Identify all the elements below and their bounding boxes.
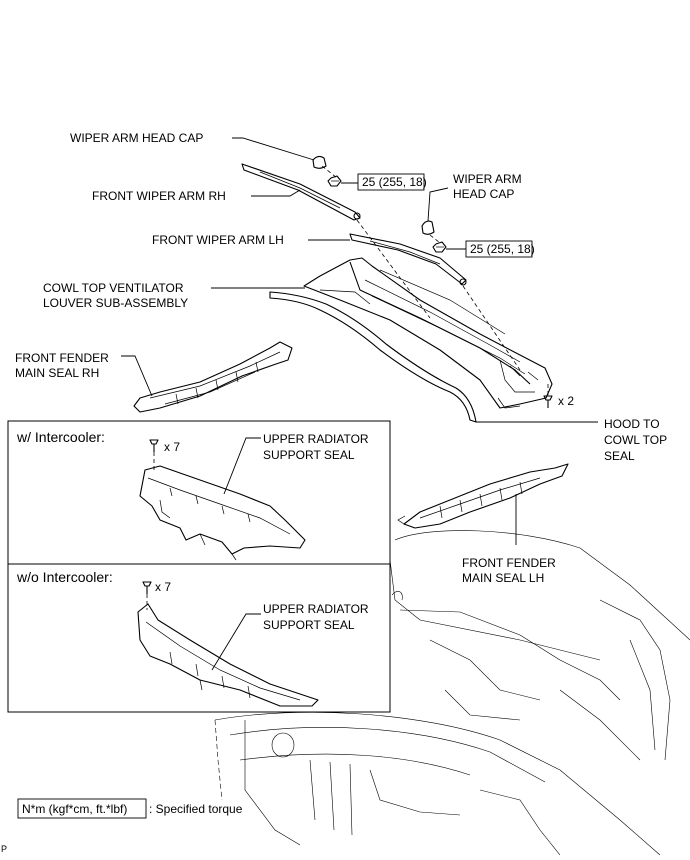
leader-urs-without-intercooler <box>211 613 261 671</box>
label-cowl-top-line2: LOUVER SUB-ASSEMBLY <box>43 296 188 310</box>
leader-fender-rh <box>121 355 153 397</box>
install-line-lh-arm <box>462 285 521 371</box>
label-hood-seal-line2: COWL TOP <box>604 433 667 447</box>
svg-text:25 (255, 18): 25 (255, 18) <box>470 242 535 256</box>
label-urs-with-line1: UPPER RADIATOR <box>263 432 369 446</box>
front-fender-main-seal-lh <box>397 463 569 529</box>
leader-head-cap-rh <box>232 137 315 161</box>
corner-mark: P <box>1 844 7 854</box>
upper-radiator-support-seal-without-intercooler <box>137 603 319 707</box>
label-fender-rh-line1: FRONT FENDER <box>15 351 109 365</box>
front-wiper-arm-lh <box>349 233 467 286</box>
front-fender-main-seal-rh <box>133 341 293 413</box>
label-hood-seal-line1: HOOD TO <box>604 417 660 431</box>
svg-text:25 (255, 18): 25 (255, 18) <box>362 175 427 189</box>
label-hood-seal-line3: SEAL <box>604 449 635 463</box>
qty-intercooler-clips: x 7 <box>164 440 180 454</box>
torque-legend: N*m (kgf*cm, ft.*lbf) : Specified torque <box>17 798 243 819</box>
label-urs-with-line2: SUPPORT SEAL <box>263 448 355 462</box>
qty-no-intercooler-clips: x 7 <box>155 580 171 594</box>
upper-radiator-support-seal-with-intercooler <box>139 465 306 561</box>
leader-urs-with-intercooler <box>223 437 261 495</box>
cowl-top-ventilator-louver <box>303 257 553 409</box>
torque-box-lh: 25 (255, 18) <box>465 240 535 258</box>
label-fender-lh-line2: MAIN SEAL LH <box>462 571 544 585</box>
label-front-wiper-arm-rh: FRONT WIPER ARM RH <box>92 189 226 203</box>
leader-head-cap-lh <box>427 187 449 222</box>
legend-unit: N*m (kgf*cm, ft.*lbf) <box>22 802 127 816</box>
panel-title-with-intercooler: w/ Intercooler: <box>16 429 105 445</box>
nut-rh-icon <box>327 175 342 187</box>
label-cowl-top-line1: COWL TOP VENTILATOR <box>43 281 184 295</box>
install-line-rh-cap <box>321 165 338 179</box>
nut-lh-icon <box>432 241 447 253</box>
clip-icon <box>149 439 159 452</box>
label-front-wiper-arm-lh: FRONT WIPER ARM LH <box>152 233 284 247</box>
label-fender-lh-line1: FRONT FENDER <box>462 556 556 570</box>
install-line-lh-cap <box>429 234 441 244</box>
label-wiper-arm-head-cap-rh: WIPER ARM HEAD CAP <box>70 131 203 145</box>
install-line-rh-arm <box>356 219 431 319</box>
label-urs-without-line1: UPPER RADIATOR <box>263 602 369 616</box>
label-wiper-arm-head-cap-lh-line1: WIPER ARM <box>453 172 522 186</box>
legend-description: : Specified torque <box>149 802 243 816</box>
hood-to-cowl-top-seal <box>269 291 477 423</box>
wiper-arm-head-cap-rh <box>312 155 327 169</box>
qty-cowl-clips: x 2 <box>558 394 574 408</box>
vehicle-outline <box>214 530 690 856</box>
label-wiper-arm-head-cap-lh-line2: HEAD CAP <box>453 187 514 201</box>
wiper-arm-head-cap-lh <box>421 220 435 235</box>
intercooler-panels-frame <box>7 420 391 713</box>
label-urs-without-line2: SUPPORT SEAL <box>263 618 355 632</box>
panel-title-without-intercooler: w/o Intercooler: <box>16 569 113 585</box>
front-wiper-arm-rh <box>241 163 361 221</box>
clip-icon <box>142 581 152 594</box>
torque-box-rh: 25 (255, 18) <box>357 173 427 191</box>
clip-icon <box>543 395 553 408</box>
label-fender-rh-line2: MAIN SEAL RH <box>15 366 99 380</box>
leader-wiper-arm-rh <box>251 189 301 197</box>
